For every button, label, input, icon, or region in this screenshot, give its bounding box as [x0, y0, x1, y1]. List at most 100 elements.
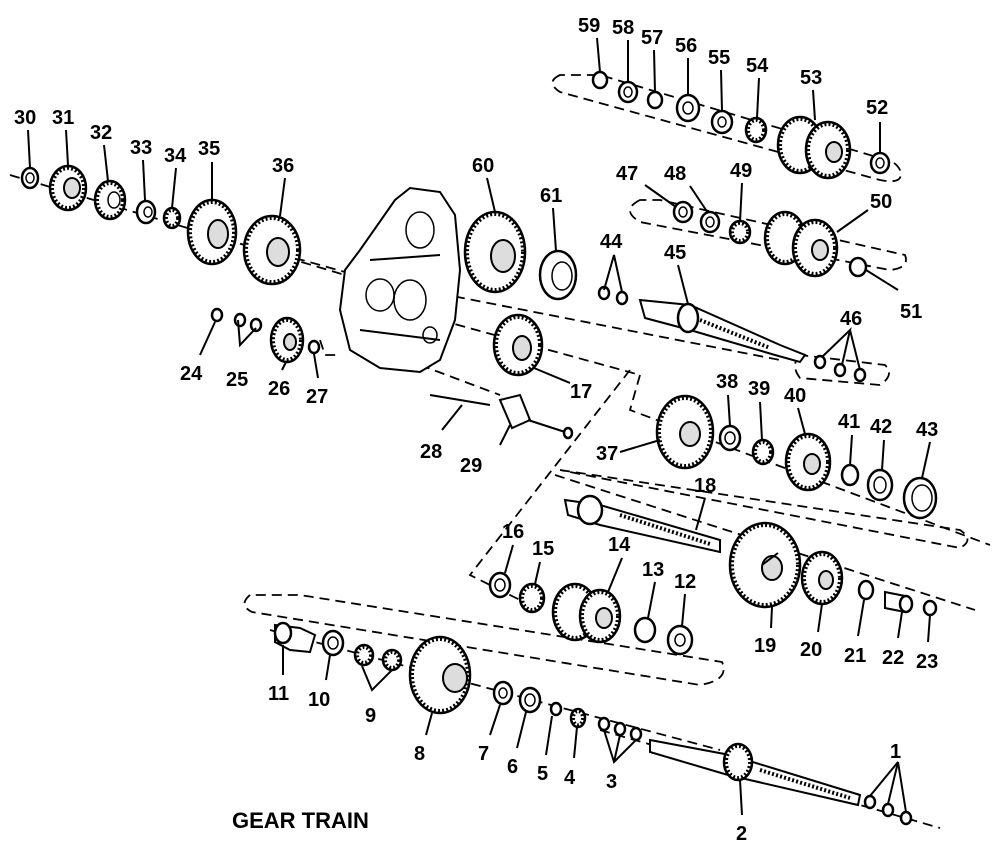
label-12: 12 — [674, 571, 696, 593]
label-33: 33 — [130, 137, 152, 159]
part-21-snap-ring — [857, 579, 875, 601]
part-2-output-shaft — [649, 738, 862, 807]
part-20-gear — [800, 550, 844, 606]
part-54-needle-bearing — [744, 116, 768, 144]
label-39: 39 — [748, 378, 770, 400]
part-31-gear — [48, 164, 88, 212]
label-59: 59 — [578, 15, 600, 37]
part-36-gear — [242, 214, 302, 286]
part-8-gear — [408, 635, 472, 715]
label-20: 20 — [800, 639, 822, 661]
part-45-shaft — [638, 298, 807, 364]
label-2: 2 — [736, 823, 747, 845]
label-30: 30 — [14, 107, 36, 129]
label-52: 52 — [866, 97, 888, 119]
label-10: 10 — [308, 689, 330, 711]
part-59-washer — [591, 70, 609, 90]
label-32: 32 — [90, 122, 112, 144]
label-3: 3 — [606, 771, 617, 793]
label-6: 6 — [507, 756, 518, 778]
part-29-drive-gear — [498, 393, 574, 440]
label-51: 51 — [900, 301, 922, 323]
label-15: 15 — [532, 538, 554, 560]
part-10-ring — [321, 629, 345, 657]
part-50-gear-pair — [763, 210, 839, 278]
part-3-rings — [597, 716, 643, 742]
label-14: 14 — [608, 534, 631, 556]
label-46: 46 — [840, 308, 862, 330]
part-35-gear — [186, 198, 238, 266]
part-51-snap-ring — [848, 256, 868, 278]
part-47-washer — [672, 200, 694, 224]
part-52-washer — [869, 151, 891, 175]
label-57: 57 — [641, 27, 663, 49]
part-23-ring — [922, 599, 938, 617]
label-9: 9 — [365, 705, 376, 727]
label-11: 11 — [268, 683, 289, 705]
label-1: 1 — [890, 741, 901, 763]
diagram-caption: GEAR TRAIN — [232, 808, 369, 833]
label-5: 5 — [537, 763, 548, 785]
group-outline-middle — [559, 469, 969, 549]
label-25: 25 — [226, 369, 248, 391]
label-34: 34 — [164, 145, 187, 167]
part-28-rod — [429, 394, 491, 406]
label-8: 8 — [414, 743, 425, 765]
label-56: 56 — [675, 35, 697, 57]
label-18: 18 — [694, 475, 716, 497]
part-46-rings — [813, 354, 867, 383]
label-40: 40 — [784, 385, 806, 407]
label-50: 50 — [870, 191, 892, 213]
label-31: 31 — [52, 107, 74, 129]
label-48: 48 — [664, 163, 686, 185]
leader-lines — [27, 37, 931, 816]
label-36: 36 — [272, 155, 294, 177]
label-19: 19 — [754, 635, 776, 657]
label-17: 17 — [570, 381, 592, 403]
label-23: 23 — [916, 651, 938, 673]
label-58: 58 — [612, 17, 634, 39]
label-16: 16 — [502, 521, 524, 543]
part-6-bearing — [518, 686, 542, 714]
label-43: 43 — [916, 419, 938, 441]
label-27: 27 — [306, 386, 328, 408]
part-18-shaft — [563, 494, 721, 554]
label-28: 28 — [420, 441, 442, 463]
part-22-sleeve — [884, 590, 914, 614]
part-41-washer — [840, 463, 860, 487]
part-38-snap-ring — [718, 424, 742, 452]
part-15-bearing — [518, 582, 546, 614]
label-44: 44 — [600, 231, 623, 253]
part-19-gear — [728, 521, 802, 609]
part-43-bearing-race — [902, 476, 938, 520]
part-49-needle-bearing — [728, 219, 752, 245]
part-30-bearing — [20, 166, 40, 190]
label-29: 29 — [460, 455, 482, 477]
part-56-bearing — [675, 93, 701, 123]
part-5-ring — [549, 701, 563, 717]
part-17-gear — [492, 313, 544, 377]
label-54: 54 — [746, 55, 769, 77]
label-26: 26 — [268, 378, 290, 400]
label-21: 21 — [844, 645, 866, 667]
label-22: 22 — [882, 647, 904, 669]
part-61-bearing — [538, 249, 578, 301]
part-14-synchro-assembly — [551, 582, 622, 644]
label-55: 55 — [708, 47, 730, 69]
part-13-snap-ring — [633, 616, 657, 644]
label-13: 13 — [642, 559, 664, 581]
label-47: 47 — [616, 163, 638, 185]
label-7: 7 — [478, 743, 489, 765]
part-60-gear — [463, 210, 527, 294]
part-number-labels: 30 31 32 33 34 35 36 60 61 44 45 46 47 4… — [14, 15, 938, 845]
part-48-washer — [699, 210, 721, 234]
label-49: 49 — [730, 160, 752, 182]
label-38: 38 — [716, 371, 738, 393]
part-12-washer — [666, 624, 694, 656]
part-27-ring — [307, 339, 321, 355]
label-61: 61 — [540, 185, 562, 207]
part-11-sleeve — [273, 621, 317, 654]
part-33-ring — [135, 199, 157, 225]
part-42-bearing — [866, 468, 894, 502]
